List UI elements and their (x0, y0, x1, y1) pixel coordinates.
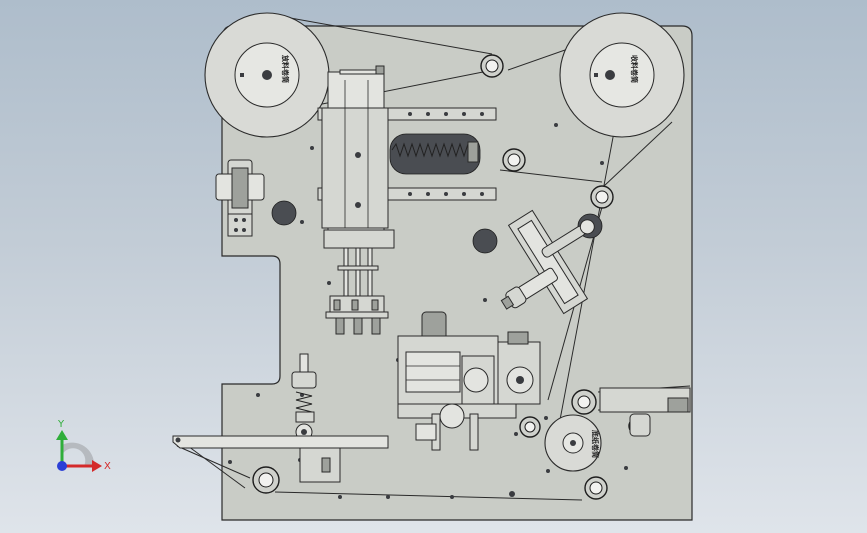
waste-roll: 底纸卷筒 (544, 414, 602, 472)
unwind-roll: 放料卷筒 (204, 12, 330, 138)
rewind-roll-label: 收料卷筒 (630, 55, 639, 83)
peel-plate (172, 435, 389, 483)
rewind-roll: 收料卷筒 (559, 12, 685, 138)
unwind-roll-label: 放料卷筒 (281, 54, 290, 83)
outfeed-arm (599, 387, 691, 437)
waste-roll-label: 底纸卷筒 (591, 430, 600, 458)
axis-y-label: Y (57, 419, 65, 430)
axis-x-label: X (104, 461, 111, 472)
axis-triad: X Y (56, 419, 111, 472)
press-head (325, 247, 389, 335)
feed-module (397, 311, 541, 451)
side-clamp-bracket (215, 159, 265, 237)
vertical-cylinder (321, 65, 395, 249)
adjustment-knob-assembly (500, 209, 595, 315)
